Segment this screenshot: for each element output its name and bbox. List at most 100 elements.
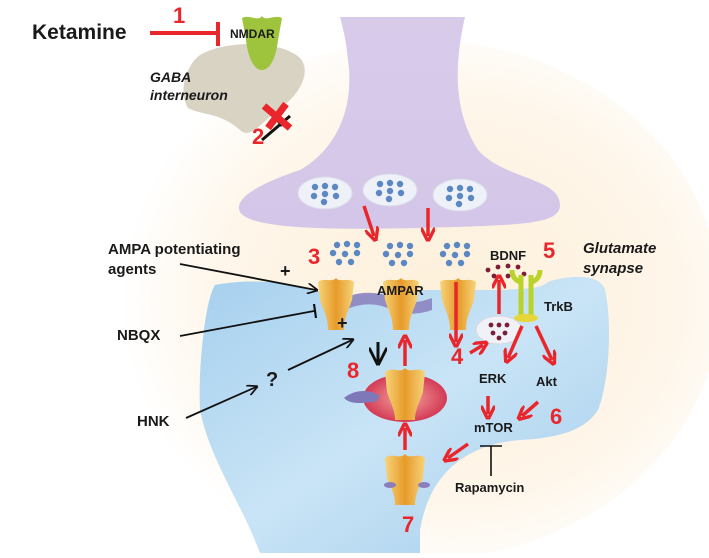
glutamate-dot: [335, 258, 343, 266]
ampa-agents-label-line1: AMPA potentiating: [108, 241, 241, 258]
arrow-4-to-bdnf: [469, 345, 483, 353]
glutamate-dot: [375, 189, 383, 197]
glutamate-dot: [445, 259, 453, 267]
trkb-to-akt-arrow: [534, 325, 552, 360]
glutamate-dot: [341, 250, 349, 258]
glutamate-dot: [353, 249, 361, 257]
glutamate-dot: [386, 179, 394, 187]
glutamate-dot: [439, 250, 447, 258]
erk-label: ERK: [479, 371, 507, 386]
hnk-arrow: [185, 387, 256, 419]
ampar-receptor-1: [318, 278, 354, 330]
ampar-reserve-anchor-right: [418, 482, 430, 488]
glutamate-synapse-label-line2: synapse: [583, 260, 644, 277]
bdnf-label: BDNF: [490, 248, 527, 263]
bdnf-dot: [505, 273, 511, 279]
mtor-to-ampar-arrow: [448, 442, 470, 458]
step-number-1: 1: [173, 3, 186, 28]
step-number-8: 8: [347, 358, 360, 383]
glutamate-dot: [310, 192, 318, 200]
ampar-label: AMPAR: [377, 283, 424, 298]
glutamate-dot: [456, 192, 464, 200]
glutamate-dot: [386, 187, 394, 195]
nmdar-receptor: [242, 16, 282, 70]
glutamate-dot: [467, 194, 475, 202]
step-number-3: 3: [308, 244, 321, 269]
block-x-stroke-2: [265, 101, 289, 131]
glutamate-dot: [457, 259, 465, 267]
gaba-label-line2: interneuron: [150, 87, 228, 103]
glutamate-dot: [455, 200, 463, 208]
bdnf-dot: [502, 330, 508, 336]
bdnf-vesicle-dots: [488, 322, 510, 341]
glutamate-dot: [463, 242, 471, 250]
release-arrow-1: [362, 205, 374, 236]
ampar-reserve-anchor-left: [384, 482, 396, 488]
glutamate-dot: [451, 251, 459, 259]
glutamate-synapse-label-line1: Glutamate: [583, 240, 657, 257]
glutamate-dot: [400, 259, 408, 267]
red-arrows: [362, 205, 552, 458]
glutamate-dot: [331, 183, 339, 191]
glutamate-dot: [347, 258, 355, 266]
bdnf-dot: [485, 267, 491, 273]
ampa-agents-label-line2: agents: [108, 261, 157, 278]
glutamate-dot: [386, 242, 394, 250]
bdnf-dot: [496, 322, 502, 328]
plus-sign-upper: +: [280, 261, 291, 281]
glutamate-dot: [443, 242, 451, 250]
bdnf-dot: [504, 322, 510, 328]
bdnf-dot: [490, 330, 496, 336]
nbqx-inhibit-line: [179, 310, 315, 337]
glutamate-dot: [406, 250, 414, 258]
step-number-7: 7: [402, 512, 415, 537]
glutamate-dot: [382, 250, 390, 258]
ampar-receptor-3: [440, 278, 476, 330]
ampa-agents-arrow: [179, 263, 316, 290]
glutamate-dot: [453, 241, 461, 249]
glutamate-dot: [406, 242, 414, 250]
step-number-5: 5: [543, 238, 556, 263]
glutamate-dot: [396, 241, 404, 249]
hnk-label: HNK: [137, 413, 170, 430]
akt-label: Akt: [536, 374, 557, 389]
glutamate-dot: [397, 189, 405, 197]
plus-sign-lower: +: [337, 313, 348, 333]
bdnf-dot: [491, 273, 497, 279]
nmdar-label: NMDAR: [230, 27, 275, 41]
ampar-inserting: [385, 368, 425, 420]
bdnf-dot: [505, 263, 511, 269]
ampar-receptor-2: [383, 278, 419, 330]
rapamycin-label: Rapamycin: [455, 480, 525, 495]
glutamate-dot: [320, 198, 328, 206]
glutamate-dot: [445, 194, 453, 202]
trkb-receptor: [509, 269, 543, 322]
gaba-label-line1: GABA: [150, 69, 192, 85]
bdnf-dot: [496, 335, 502, 341]
cleft-glutamate-dots: [329, 240, 471, 267]
bdnf-dot: [495, 264, 501, 270]
trkb-label: TrkB: [544, 299, 573, 314]
glutamate-dot: [332, 192, 340, 200]
glutamate-dot: [329, 249, 337, 257]
glutamate-dot: [321, 190, 329, 198]
glutamate-dot: [396, 180, 404, 188]
glutamate-dot: [463, 250, 471, 258]
glutamate-dot: [446, 185, 454, 193]
presynaptic-terminal: [238, 17, 561, 229]
bdnf-dot: [515, 264, 521, 270]
question-arrow: [287, 340, 352, 371]
glutamate-dot: [456, 184, 464, 192]
glutamate-dot: [388, 259, 396, 267]
glutamate-dot: [385, 195, 393, 203]
glutamate-dot: [321, 182, 329, 190]
step-number-6: 6: [550, 404, 563, 429]
nbqx-label: NBQX: [117, 327, 161, 344]
glutamate-dot: [343, 240, 351, 248]
trkb-to-erk-arrow: [508, 325, 524, 358]
step-number-4: 4: [451, 344, 464, 369]
step-number-2: 2: [252, 124, 265, 149]
nbqx-inhibit-bar: [312, 303, 318, 319]
